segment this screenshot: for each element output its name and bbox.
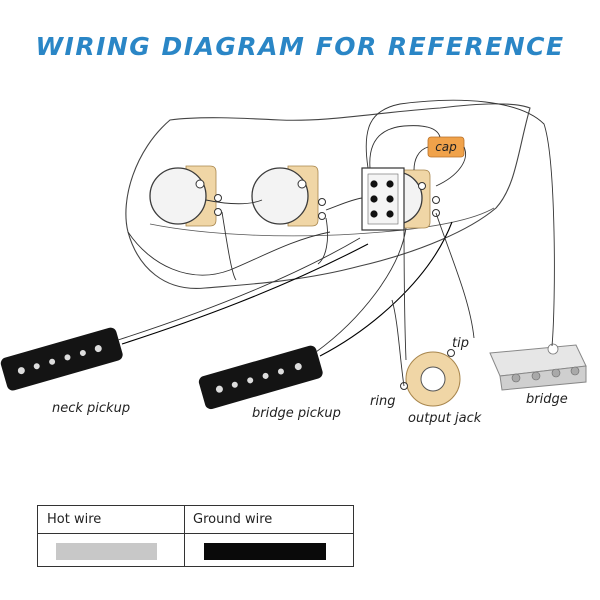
wire-pot1-to-pot2 — [205, 199, 263, 205]
wire-hot-bridge — [315, 227, 407, 353]
wire-tone-to-jack — [435, 212, 475, 339]
output-jack-label: output jack — [408, 411, 482, 426]
wire-legend-table: Hot wire Ground wire — [37, 505, 354, 567]
volume-pot-2 — [251, 165, 326, 227]
wires — [117, 99, 555, 387]
hot-wire-swatch — [56, 543, 157, 560]
plate-inner-line — [149, 207, 495, 237]
bridge-pickup-label: bridge pickup — [252, 406, 341, 421]
neck-pickup-label: neck pickup — [52, 401, 130, 416]
capacitor — [413, 136, 466, 187]
legend-ground-header: Ground wire — [184, 506, 353, 534]
wire-pot2-ground — [317, 217, 329, 265]
diagram-title: WIRING DIAGRAM FOR REFERENCE — [35, 32, 565, 61]
legend-ground-column: Ground wire — [184, 506, 353, 566]
legend-hot-column: Hot wire — [38, 506, 185, 566]
neck-pickup — [0, 327, 123, 391]
bridge-hardware — [489, 343, 587, 391]
wire-jack-ring — [391, 299, 405, 387]
bridge-pickup — [198, 345, 323, 410]
cap-label: cap — [435, 140, 457, 154]
wire-outline-curve-left — [127, 231, 331, 276]
output-jack — [400, 349, 461, 407]
wire-ground-bridge — [319, 221, 453, 357]
control-plate-outline — [125, 103, 531, 289]
wire-hot-neck — [117, 237, 361, 341]
wire-pot1-ground — [221, 211, 237, 281]
volume-pot-1 — [149, 165, 222, 227]
wire-switch-loop — [369, 125, 441, 169]
tip-label: tip — [452, 336, 469, 351]
bridge-label: bridge — [526, 392, 568, 407]
ring-label: ring — [370, 394, 395, 409]
selector-switch — [361, 167, 405, 231]
ground-wire-swatch — [204, 543, 326, 560]
legend-hot-header: Hot wire — [38, 506, 184, 534]
wire-ground-neck — [121, 243, 369, 345]
wire-top-loop — [365, 99, 555, 347]
wire-pot2-switch — [325, 197, 363, 211]
wire-switch-to-jack-tip — [403, 213, 407, 361]
